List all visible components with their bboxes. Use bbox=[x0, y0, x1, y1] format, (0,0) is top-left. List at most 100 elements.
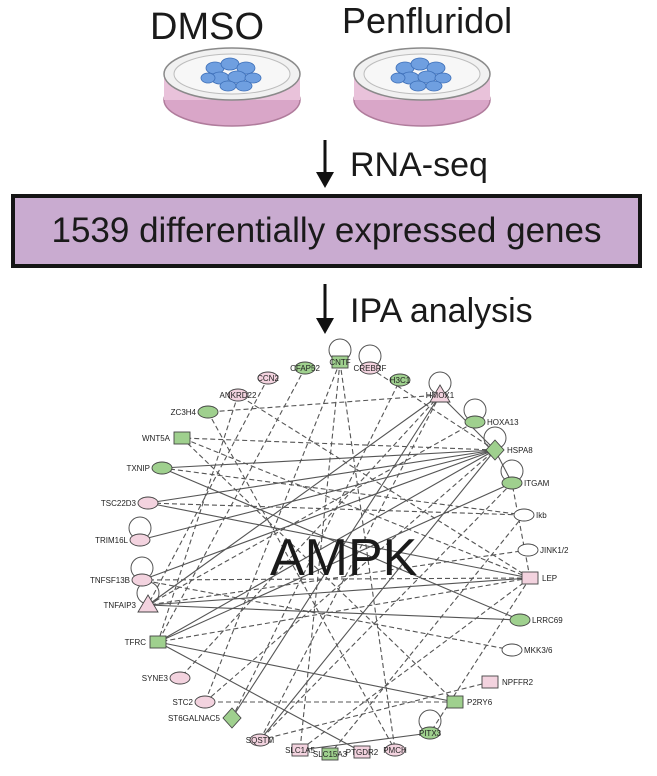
network-node: SYNE3 bbox=[142, 671, 191, 685]
rna-seq-label: RNA-seq bbox=[350, 146, 488, 184]
node-label: SLC1A5 bbox=[285, 746, 315, 755]
network-edge bbox=[157, 449, 496, 643]
node-shape bbox=[485, 439, 505, 461]
network-edge bbox=[141, 449, 496, 581]
node-shape bbox=[194, 695, 216, 709]
network-node: JINK1/2 bbox=[517, 543, 569, 557]
penfluridol-label: Penfluridol bbox=[342, 0, 513, 41]
node-shape bbox=[257, 371, 279, 385]
node-shape bbox=[249, 733, 271, 747]
node-label: ZC3H4 bbox=[171, 408, 197, 417]
node-label: LRRC69 bbox=[532, 616, 563, 625]
node-shape bbox=[169, 671, 191, 685]
network-edge bbox=[299, 361, 341, 751]
node-label: SLC15A3 bbox=[313, 750, 348, 759]
node-label: TNFSF13B bbox=[90, 576, 130, 585]
node-shape bbox=[521, 571, 539, 585]
network-node: PMCH bbox=[383, 743, 407, 757]
node-label: ANKRD22 bbox=[220, 391, 257, 400]
network-edge bbox=[147, 377, 269, 606]
down-arrow-icon bbox=[316, 284, 334, 334]
node-label: CNTF bbox=[329, 358, 350, 367]
node-shape bbox=[509, 613, 531, 627]
network-edge bbox=[157, 394, 239, 643]
node-label: STC2 bbox=[173, 698, 194, 707]
network-node: TRIM16L bbox=[95, 533, 151, 547]
network-edge bbox=[181, 437, 531, 579]
node-label: PMCH bbox=[383, 746, 407, 755]
node-label: Ikb bbox=[536, 511, 547, 520]
network-node: TNFSF13B bbox=[90, 573, 153, 587]
network-edge bbox=[147, 577, 531, 606]
network-node: LEP bbox=[521, 571, 557, 585]
network-edge bbox=[157, 482, 513, 643]
network-node: TFRC bbox=[125, 635, 167, 649]
network-edge bbox=[181, 437, 456, 703]
network-edge bbox=[161, 467, 525, 516]
node-shape bbox=[294, 361, 316, 375]
node-shape bbox=[129, 533, 151, 547]
ipa-analysis-label: IPA analysis bbox=[350, 292, 533, 330]
network-edge bbox=[147, 421, 476, 606]
node-shape bbox=[151, 461, 173, 475]
node-shape bbox=[481, 675, 499, 689]
node-shape bbox=[321, 747, 339, 761]
network-node: CNTF bbox=[329, 355, 351, 369]
network-edge bbox=[161, 449, 496, 469]
node-shape bbox=[501, 476, 523, 490]
network-node: P2RY6 bbox=[446, 695, 493, 709]
network-edge bbox=[141, 577, 531, 581]
network-node: Ikb bbox=[513, 508, 547, 522]
network-edge bbox=[157, 641, 363, 753]
node-shape bbox=[513, 508, 535, 522]
network-edge bbox=[157, 367, 306, 643]
network-edge bbox=[141, 579, 513, 651]
network-edge bbox=[147, 394, 441, 606]
network-node: CREBRF bbox=[354, 361, 387, 375]
node-shape bbox=[446, 695, 464, 709]
network-edge bbox=[237, 394, 531, 579]
network-node: WNT5A bbox=[142, 431, 191, 445]
node-label: PTGDR2 bbox=[346, 748, 379, 757]
node-shape bbox=[137, 594, 159, 613]
network-edge bbox=[161, 467, 521, 621]
node-shape bbox=[384, 743, 406, 757]
network-node: CCN2 bbox=[257, 371, 279, 385]
node-label: TFRC bbox=[125, 638, 147, 647]
network-node: TSC22D3 bbox=[101, 496, 159, 510]
network-edge bbox=[181, 437, 496, 451]
node-label: ST6GALNAC5 bbox=[168, 714, 221, 723]
network-diagram: CCN2CFAP52CNTFCREBRFH3C1HMOX1HOXA13HSPA8… bbox=[90, 338, 569, 761]
node-shape bbox=[429, 384, 451, 403]
node-label: TRIM16L bbox=[95, 536, 128, 545]
node-label: MKK3/6 bbox=[524, 646, 553, 655]
network-node: NPFFR2 bbox=[481, 675, 534, 689]
node-label: SQSTM bbox=[246, 736, 275, 745]
node-shape bbox=[131, 573, 153, 587]
network-edge bbox=[259, 394, 441, 741]
network-node: PTGDR2 bbox=[346, 745, 379, 759]
node-label: CCN2 bbox=[257, 374, 279, 383]
node-shape bbox=[517, 543, 539, 557]
node-label: TSC22D3 bbox=[101, 499, 137, 508]
network-edge bbox=[139, 449, 496, 541]
ampk-hub-label: AMPK bbox=[270, 529, 418, 587]
network-node: ZC3H4 bbox=[171, 405, 219, 419]
network-node: H3C1 bbox=[389, 373, 411, 387]
network-edge bbox=[231, 379, 401, 719]
network-node: SLC15A3 bbox=[313, 747, 348, 761]
network-edge bbox=[259, 681, 491, 741]
network-edge bbox=[511, 482, 531, 579]
node-shape bbox=[464, 415, 486, 429]
node-label: LEP bbox=[542, 574, 557, 583]
node-shape bbox=[173, 431, 191, 445]
network-node: SQSTM bbox=[246, 733, 275, 747]
network-edge bbox=[259, 449, 496, 741]
network-edge bbox=[157, 577, 531, 643]
node-shape bbox=[501, 643, 523, 657]
network-node: TXNIP bbox=[126, 461, 173, 475]
node-label: HSPA8 bbox=[507, 446, 533, 455]
node-label: HOXA13 bbox=[487, 418, 519, 427]
node-label: HMOX1 bbox=[426, 391, 455, 400]
network-edge bbox=[147, 604, 521, 621]
